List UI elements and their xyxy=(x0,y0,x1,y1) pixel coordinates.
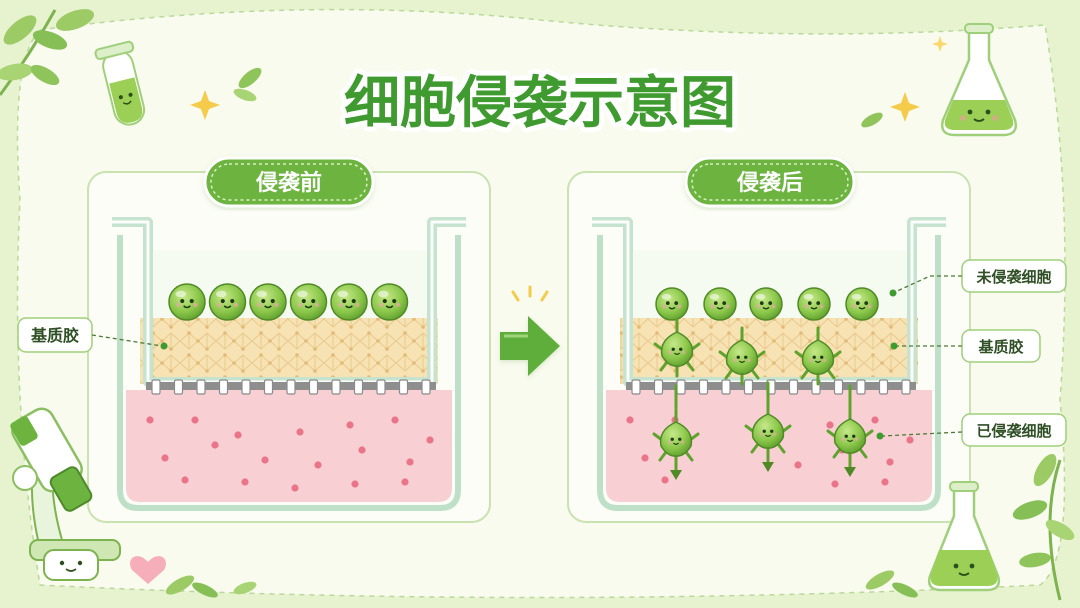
invaded-cell xyxy=(826,405,874,477)
uninvaded-cell xyxy=(749,287,783,321)
before-cells xyxy=(168,283,409,321)
test-tube-icon xyxy=(94,40,146,126)
before-matrigel-layer xyxy=(140,318,438,384)
uninvaded-cell xyxy=(370,283,409,321)
after-cells xyxy=(652,287,879,480)
sparkle-icon xyxy=(190,36,948,122)
invaded-label-box xyxy=(961,413,1067,447)
uninvaded-cell xyxy=(168,283,206,321)
uninvaded-cell xyxy=(655,287,689,321)
flask-icon xyxy=(927,481,1001,592)
after-matrix-label: 基质胶 xyxy=(977,338,1023,356)
invading-cell xyxy=(794,326,842,386)
uninvaded-cell xyxy=(289,283,328,321)
after-outer-well xyxy=(597,235,941,511)
before-membrane-pores xyxy=(151,379,431,395)
sparkle-icon xyxy=(511,285,549,302)
invaded-cell xyxy=(744,400,792,472)
leaf-icon xyxy=(165,570,918,598)
after-label-pill xyxy=(684,156,856,208)
heart-icon xyxy=(130,556,166,584)
uninvaded-cell xyxy=(845,287,879,321)
uninvaded-cell xyxy=(797,287,831,321)
arrow-right-icon xyxy=(500,316,560,376)
page-title: 细胞侵袭示意图 xyxy=(344,71,736,136)
before-outer-well xyxy=(117,235,461,511)
uninvaded-cell xyxy=(249,283,287,321)
uninvaded-cell xyxy=(330,283,368,321)
uninvaded-cell xyxy=(208,283,247,321)
uninvaded-label: 未侵袭细胞 xyxy=(975,268,1051,286)
before-label-pill xyxy=(203,156,375,208)
page-title-outline: 细胞侵袭示意图 xyxy=(344,71,736,136)
before-medium-dots xyxy=(146,416,434,492)
leaf-icon xyxy=(233,67,883,128)
before-lower-medium xyxy=(126,390,452,502)
flask-icon xyxy=(941,23,1017,137)
microscope-icon xyxy=(10,407,121,581)
uninvaded-cell xyxy=(703,287,737,321)
leaf-icon xyxy=(0,9,95,96)
after-label: 侵袭后 xyxy=(736,170,803,196)
invading-cell xyxy=(653,318,701,378)
before-matrix-label: 基质胶 xyxy=(30,326,79,345)
leaf-icon xyxy=(1012,453,1075,601)
invaded-cell xyxy=(652,408,700,480)
invading-cell xyxy=(718,326,766,386)
invaded-label: 已侵袭细胞 xyxy=(976,422,1051,440)
before-label: 侵袭前 xyxy=(255,170,322,196)
